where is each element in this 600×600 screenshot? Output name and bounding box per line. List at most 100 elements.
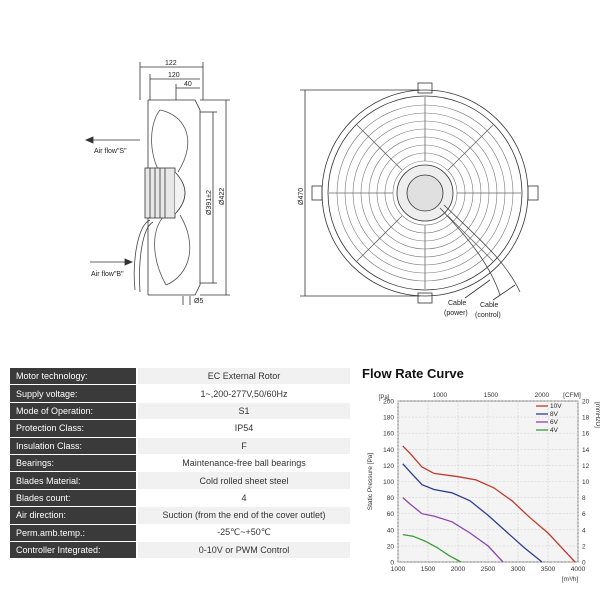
y2-tick-label: 4 [582,527,586,534]
y-axis-label: Static Pressure [Pa] [367,453,374,511]
spec-row: Blades Material:Cold rolled sheet steel [10,472,350,489]
side-view-drawing [84,62,230,305]
spec-row: Bearings:Maintenance-free ball bearings [10,454,350,472]
flow-rate-curve-title: Flow Rate Curve [362,366,464,381]
airflow-b-label: Air flow"B" [91,271,124,278]
y-tick-label: 120 [383,463,394,470]
spec-row: Mode of Operation:S1 [10,402,350,420]
spec-label: Mode of Operation: [10,402,136,420]
legend-label: 4V [550,427,559,434]
y-tick-label: 40 [387,527,395,534]
side-view-labels: 122 120 40 Ø391±2 Ø422 Ø5 Air flow"S" Ai… [91,60,226,305]
y2-tick-label: 6 [582,511,586,518]
x-tick-label: 4000 [571,566,586,573]
y-tick-label: 60 [387,511,395,518]
series-line-10v [402,445,576,563]
spec-row: Controller Integrated:0-10V or PWM Contr… [10,541,350,559]
dim-422: Ø422 [219,188,226,205]
y2-axis-label: [mmH2O] [594,402,600,428]
y-tick-label: 20 [387,543,395,550]
y2-tick-label: 8 [582,495,586,502]
dim-40: 40 [184,81,192,88]
spec-value: Maintenance-free ball bearings [136,454,350,472]
spec-value: IP54 [136,420,350,437]
spec-row: Protection Class:IP54 [10,420,350,437]
series-line-4v [402,533,462,563]
airflow-s-label: Air flow"S" [94,148,127,155]
dim-5: Ø5 [194,298,203,305]
y2-tick-label: 18 [582,415,590,422]
y2-tick-label: 12 [582,463,590,470]
front-view-drawing [300,82,539,304]
top-tick-label: 2000 [535,392,550,399]
spec-row: Perm.amb.temp.:-25℃~+50℃ [10,524,350,541]
y-tick-label: 200 [383,399,394,406]
spec-label: Blades Material: [10,472,136,489]
dim-470: Ø470 [298,188,305,205]
y-tick-label: 160 [383,431,394,438]
x-tick-label: 3500 [541,566,556,573]
spec-label: Controller Integrated: [10,541,136,559]
top-axis-unit: [CFM] [563,392,581,399]
y2-tick-label: 20 [582,399,590,406]
x-axis-label: [m³/h] [562,576,579,583]
front-view-labels: Ø470 Cable (power) Cable (control) [298,188,501,319]
y-tick-label: 140 [383,447,394,454]
spec-value: EC External Rotor [136,368,350,385]
spec-label: Perm.amb.temp.: [10,524,136,541]
technical-drawings: 122 120 40 Ø391±2 Ø422 Ø5 Air flow"S" Ai… [84,60,539,319]
spec-label: Insulation Class: [10,437,136,454]
y2-tick-label: 2 [582,543,586,550]
top-tick-label: 1500 [484,392,499,399]
cable-control-label-2: (control) [475,312,501,319]
spec-value: -25℃~+50℃ [136,524,350,541]
y-tick-label: 80 [387,495,395,502]
x-tick-label: 2500 [481,566,496,573]
spec-label: Blades count: [10,489,136,507]
dim-120: 120 [168,72,180,79]
spec-label: Air direction: [10,507,136,524]
spec-row: Supply voltage:1~,200-277V,50/60Hz [10,385,350,402]
legend-label: 10V [550,403,562,410]
spec-value: S1 [136,402,350,420]
spec-value: 1~,200-277V,50/60Hz [136,385,350,402]
y2-tick-label: 14 [582,447,590,454]
spec-label: Bearings: [10,454,136,472]
cable-control-label-1: Cable [480,302,498,309]
guard-spokes [329,97,521,289]
series-line-6v [402,497,504,563]
spec-value: Suction (from the end of the cover outle… [136,507,350,524]
spec-row: Air direction:Suction (from the end of t… [10,507,350,524]
y-tick-label: 100 [383,479,394,486]
cable-power-label-1: Cable [448,300,466,307]
y-unit-label: [Pa] [379,395,390,401]
spec-label: Protection Class: [10,420,136,437]
spec-value: F [136,437,350,454]
spec-row: Motor technology:EC External Rotor [10,368,350,385]
y2-tick-label: 0 [582,560,586,567]
spec-value: 0-10V or PWM Control [136,541,350,559]
spec-row: Blades count:4 [10,489,350,507]
dim-122: 122 [165,60,177,67]
dim-391: Ø391±2 [206,190,213,215]
spec-label: Motor technology: [10,368,136,385]
series-line-8v [402,463,543,563]
spec-row: Insulation Class:F [10,437,350,454]
y-tick-label: 180 [383,415,394,422]
top-tick-label: 1000 [433,392,448,399]
legend-label: 6V [550,419,559,426]
x-tick-label: 2000 [451,566,466,573]
x-tick-label: 1000 [391,566,406,573]
spec-value: Cold rolled sheet steel [136,472,350,489]
spec-label: Supply voltage: [10,385,136,402]
x-tick-label: 1500 [421,566,436,573]
x-tick-label: 3000 [511,566,526,573]
cable-power-label-2: (power) [444,310,468,317]
y2-tick-label: 16 [582,431,590,438]
legend-label: 8V [550,411,559,418]
y2-tick-label: 10 [582,479,590,486]
spec-value: 4 [136,489,350,507]
